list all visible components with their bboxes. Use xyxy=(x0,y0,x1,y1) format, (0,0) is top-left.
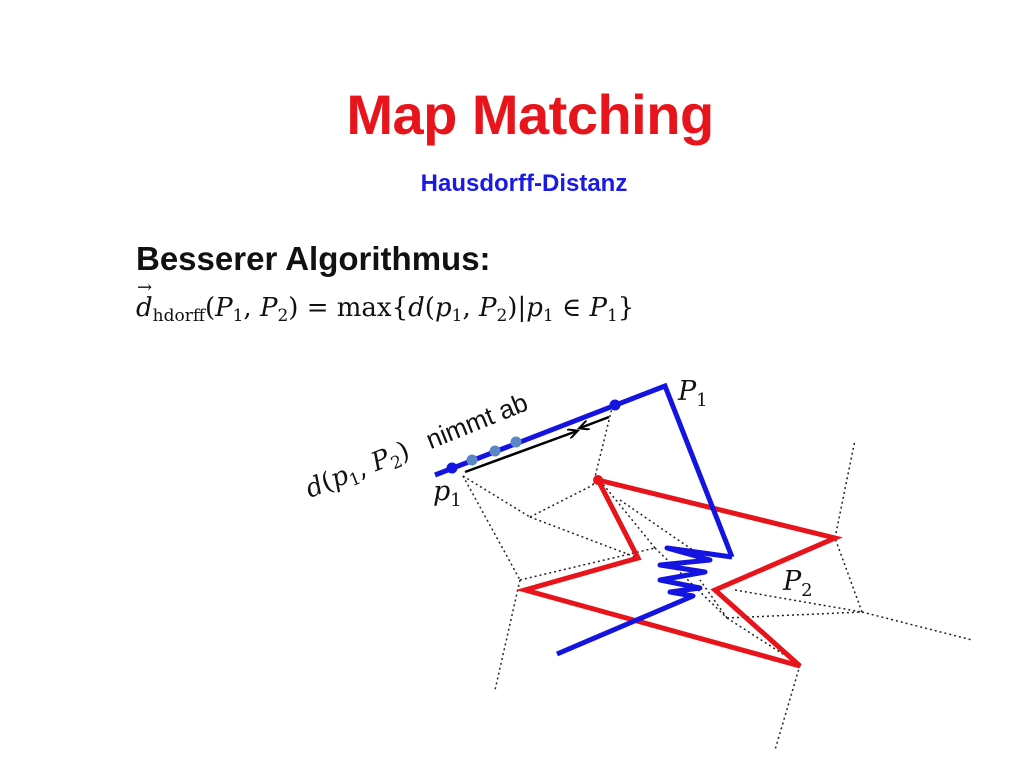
arrow-back xyxy=(580,415,610,428)
slide-subtitle: Hausdorff-Distanz xyxy=(420,170,628,197)
formula-max: max xyxy=(336,293,392,323)
label-P1: P1 xyxy=(677,376,708,411)
voronoi-diagram xyxy=(462,407,973,751)
arrow-forward xyxy=(464,431,577,474)
curve-P2-start-point xyxy=(593,475,603,485)
sample-point xyxy=(609,399,621,411)
formula-lhs-subscript: hdorff xyxy=(152,306,205,326)
formula-equals: = xyxy=(306,293,329,323)
section-heading: Besserer Algorithmus: xyxy=(136,240,491,277)
formula-lhs-symbol: d xyxy=(136,277,153,323)
sample-point xyxy=(510,436,522,448)
point-p1 xyxy=(446,462,458,474)
slide-title: Map Matching xyxy=(346,83,714,146)
curve-P1-zigzag xyxy=(556,545,733,657)
svg-text:d(p1, P2): d(p1, P2) xyxy=(301,436,415,508)
curve-P2 xyxy=(515,477,843,669)
label-p1: p1 xyxy=(433,476,462,511)
hausdorff-formula: dhdorff(P1, P2) = max{d(p1, P2)|p1 ∈ P1} xyxy=(136,277,634,326)
sample-point xyxy=(466,454,478,466)
label-P2: P2 xyxy=(782,566,813,601)
sample-point xyxy=(489,445,501,457)
